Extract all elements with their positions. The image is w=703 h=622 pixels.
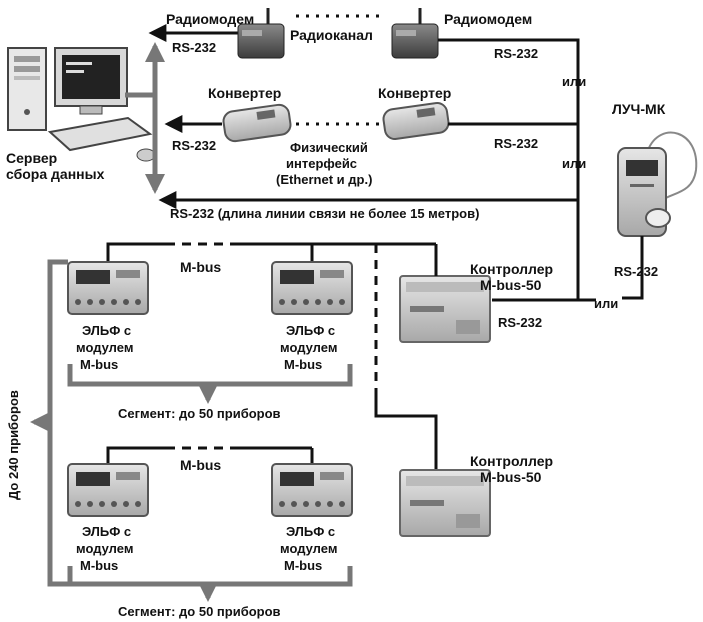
converter-left-icon bbox=[222, 103, 292, 143]
radiomodem-right-icon bbox=[391, 8, 439, 59]
ctrl1-label-1: Контроллер bbox=[470, 261, 553, 277]
elf-4-label-2: модулем bbox=[280, 541, 337, 556]
elf-3-label-2: модулем bbox=[76, 541, 133, 556]
elf-4-label-3: M-bus bbox=[284, 558, 322, 573]
elf-3-label-3: M-bus bbox=[80, 558, 118, 573]
elf-meter-4-icon bbox=[271, 463, 353, 517]
ctrl2-label-2: M-bus-50 bbox=[480, 469, 542, 485]
elf-meter-1-icon bbox=[67, 261, 149, 315]
radiokanal-label: Радиоканал bbox=[290, 27, 373, 43]
ili-label-2: или bbox=[562, 156, 586, 171]
luch-device-icon bbox=[617, 131, 698, 237]
luch-rs232-label: RS-232 bbox=[614, 264, 658, 279]
controller-link bbox=[374, 396, 438, 470]
radiomodem-right-label: Радиомодем bbox=[444, 11, 532, 27]
radiomodem-left-icon bbox=[237, 8, 285, 59]
elf-2-label-3: M-bus bbox=[284, 357, 322, 372]
rs232-label-1: RS-232 bbox=[172, 40, 216, 55]
elf-1-label-3: M-bus bbox=[80, 357, 118, 372]
total-label: До 240 приборов bbox=[6, 390, 21, 500]
controller-1-icon bbox=[399, 275, 491, 343]
phys-label-1: Физический bbox=[290, 140, 368, 155]
elf-1-label-2: модулем bbox=[76, 340, 133, 355]
server-label-2: сбора данных bbox=[6, 166, 105, 182]
rs232-label-3: RS-232 bbox=[172, 138, 216, 153]
mbus-2-left bbox=[106, 446, 166, 466]
elf-1-label-1: ЭЛЬФ с bbox=[82, 323, 131, 338]
segment-2-label: Сегмент: до 50 приборов bbox=[118, 604, 281, 619]
ctrl2-label-1: Контроллер bbox=[470, 453, 553, 469]
controller-2-icon bbox=[399, 469, 491, 537]
total-bracket bbox=[47, 259, 68, 587]
elf-2-label-2: модулем bbox=[280, 340, 337, 355]
segment-1-label: Сегмент: до 50 приборов bbox=[118, 406, 281, 421]
luch-rs232-line bbox=[622, 236, 644, 300]
ili-label-3: или bbox=[594, 296, 618, 311]
phys-label-2: интерфейс bbox=[286, 156, 357, 171]
converter-left-label: Конвертер bbox=[208, 85, 281, 101]
ctrl1-label-2: M-bus-50 bbox=[480, 277, 542, 293]
rs232-long-label: RS-232 (длина линии связи не более 15 ме… bbox=[170, 206, 479, 221]
converter-right-icon bbox=[382, 101, 450, 141]
converter-right-label: Конвертер bbox=[378, 85, 451, 101]
mbus-1-label: M-bus bbox=[180, 259, 221, 275]
elf-2-label-1: ЭЛЬФ с bbox=[286, 323, 335, 338]
elf-meter-2-icon bbox=[271, 261, 353, 315]
ili-label-1: или bbox=[562, 74, 586, 89]
luch-label: ЛУЧ-МК bbox=[612, 101, 666, 117]
server-label-1: Сервер bbox=[6, 150, 57, 166]
rs232-label-2: RS-232 bbox=[494, 46, 538, 61]
elf-3-label-1: ЭЛЬФ с bbox=[82, 524, 131, 539]
radiomodem-left-label: Радиомодем bbox=[166, 11, 254, 27]
elf-4-label-1: ЭЛЬФ с bbox=[286, 524, 335, 539]
radiomodem-right-line bbox=[438, 38, 580, 260]
mbus-2-label: M-bus bbox=[180, 457, 221, 473]
elf-meter-3-icon bbox=[67, 463, 149, 517]
ili-connector bbox=[576, 240, 596, 302]
server-icon bbox=[7, 47, 156, 162]
mbus-1-left bbox=[106, 242, 166, 262]
ctrl1-rs232-label: RS-232 bbox=[498, 315, 542, 330]
phys-label-3: (Ethernet и др.) bbox=[276, 172, 372, 187]
rs232-label-4: RS-232 bbox=[494, 136, 538, 151]
